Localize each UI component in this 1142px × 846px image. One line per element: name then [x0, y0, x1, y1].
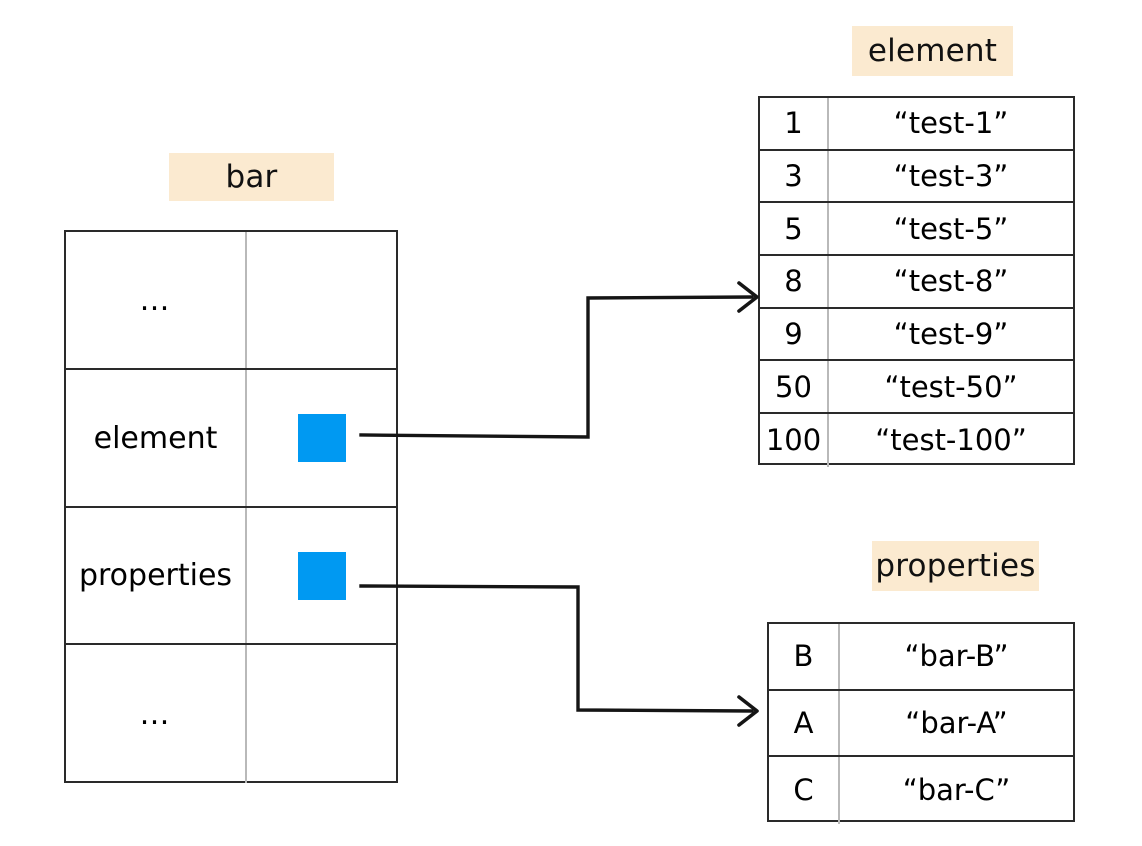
table-row: 9 “test-9” — [760, 308, 1073, 362]
arrowhead-properties-icon — [737, 695, 759, 727]
properties-reference-swatch[interactable] — [297, 551, 346, 600]
table-row: 5 “test-5” — [760, 203, 1073, 257]
element-row-value: “test-3” — [893, 159, 1009, 194]
table-row: 3 “test-3” — [760, 150, 1073, 204]
bar-row-key: element — [66, 370, 247, 506]
connector-element-arrow — [359, 295, 754, 439]
properties-row-value: “bar-B” — [904, 639, 1009, 674]
element-table: 1 “test-1” 3 “test-3” 5 “test-5” 8 “test… — [758, 96, 1075, 467]
element-row-value: “test-5” — [893, 211, 1009, 246]
element-row-value: “test-8” — [893, 264, 1009, 299]
table-row: C “bar-C” — [769, 757, 1073, 824]
element-row-key: 8 — [760, 256, 829, 307]
ellipsis-label: … — [139, 282, 172, 318]
bar-row-value — [247, 645, 396, 783]
table-row: B “bar-B” — [769, 624, 1073, 691]
element-row-key: 1 — [760, 98, 829, 149]
table-row: 8 “test-8” — [760, 256, 1073, 309]
table-row: 100 “test-100” — [760, 414, 1073, 467]
arrowhead-element-icon — [737, 281, 759, 313]
bar-row-value — [247, 370, 396, 506]
element-row-key: 100 — [760, 414, 829, 467]
properties-row-key: B — [769, 624, 840, 689]
table-row: 1 “test-1” — [760, 98, 1073, 151]
properties-row-value: “bar-A” — [905, 705, 1008, 740]
bar-row-value — [247, 508, 396, 643]
table-title-bar: bar — [169, 153, 334, 201]
properties-row-key: A — [769, 690, 840, 756]
table-row: properties — [66, 508, 396, 645]
table-title-element: element — [852, 26, 1013, 76]
table-row: element — [66, 370, 396, 508]
bar-row-key: properties — [66, 508, 247, 643]
element-row-value: “test-50” — [884, 369, 1018, 404]
element-row-key: 3 — [760, 150, 829, 202]
properties-row-key: C — [769, 757, 840, 824]
properties-row-value: “bar-C” — [902, 773, 1011, 808]
bar-row-key: … — [66, 232, 247, 368]
element-row-key: 50 — [760, 361, 829, 413]
bar-row-value — [247, 232, 396, 368]
table-row: … — [66, 232, 396, 370]
ellipsis-label: … — [139, 696, 172, 732]
table-row: … — [66, 645, 396, 783]
element-row-key: 9 — [760, 308, 829, 360]
table-row: 50 “test-50” — [760, 361, 1073, 415]
element-row-key: 5 — [760, 203, 829, 255]
properties-table: B “bar-B” A “bar-A” C “bar-C” — [767, 622, 1075, 824]
table-title-properties: properties — [872, 541, 1039, 591]
element-row-value: “test-1” — [893, 106, 1009, 141]
bar-table: … element properties … — [64, 230, 398, 783]
table-row: A “bar-A” — [769, 690, 1073, 758]
connector-properties-arrow — [359, 584, 754, 713]
element-reference-swatch[interactable] — [297, 414, 346, 462]
element-row-value: “test-100” — [875, 423, 1027, 458]
element-row-value: “test-9” — [893, 317, 1009, 352]
bar-row-key: … — [66, 645, 247, 783]
